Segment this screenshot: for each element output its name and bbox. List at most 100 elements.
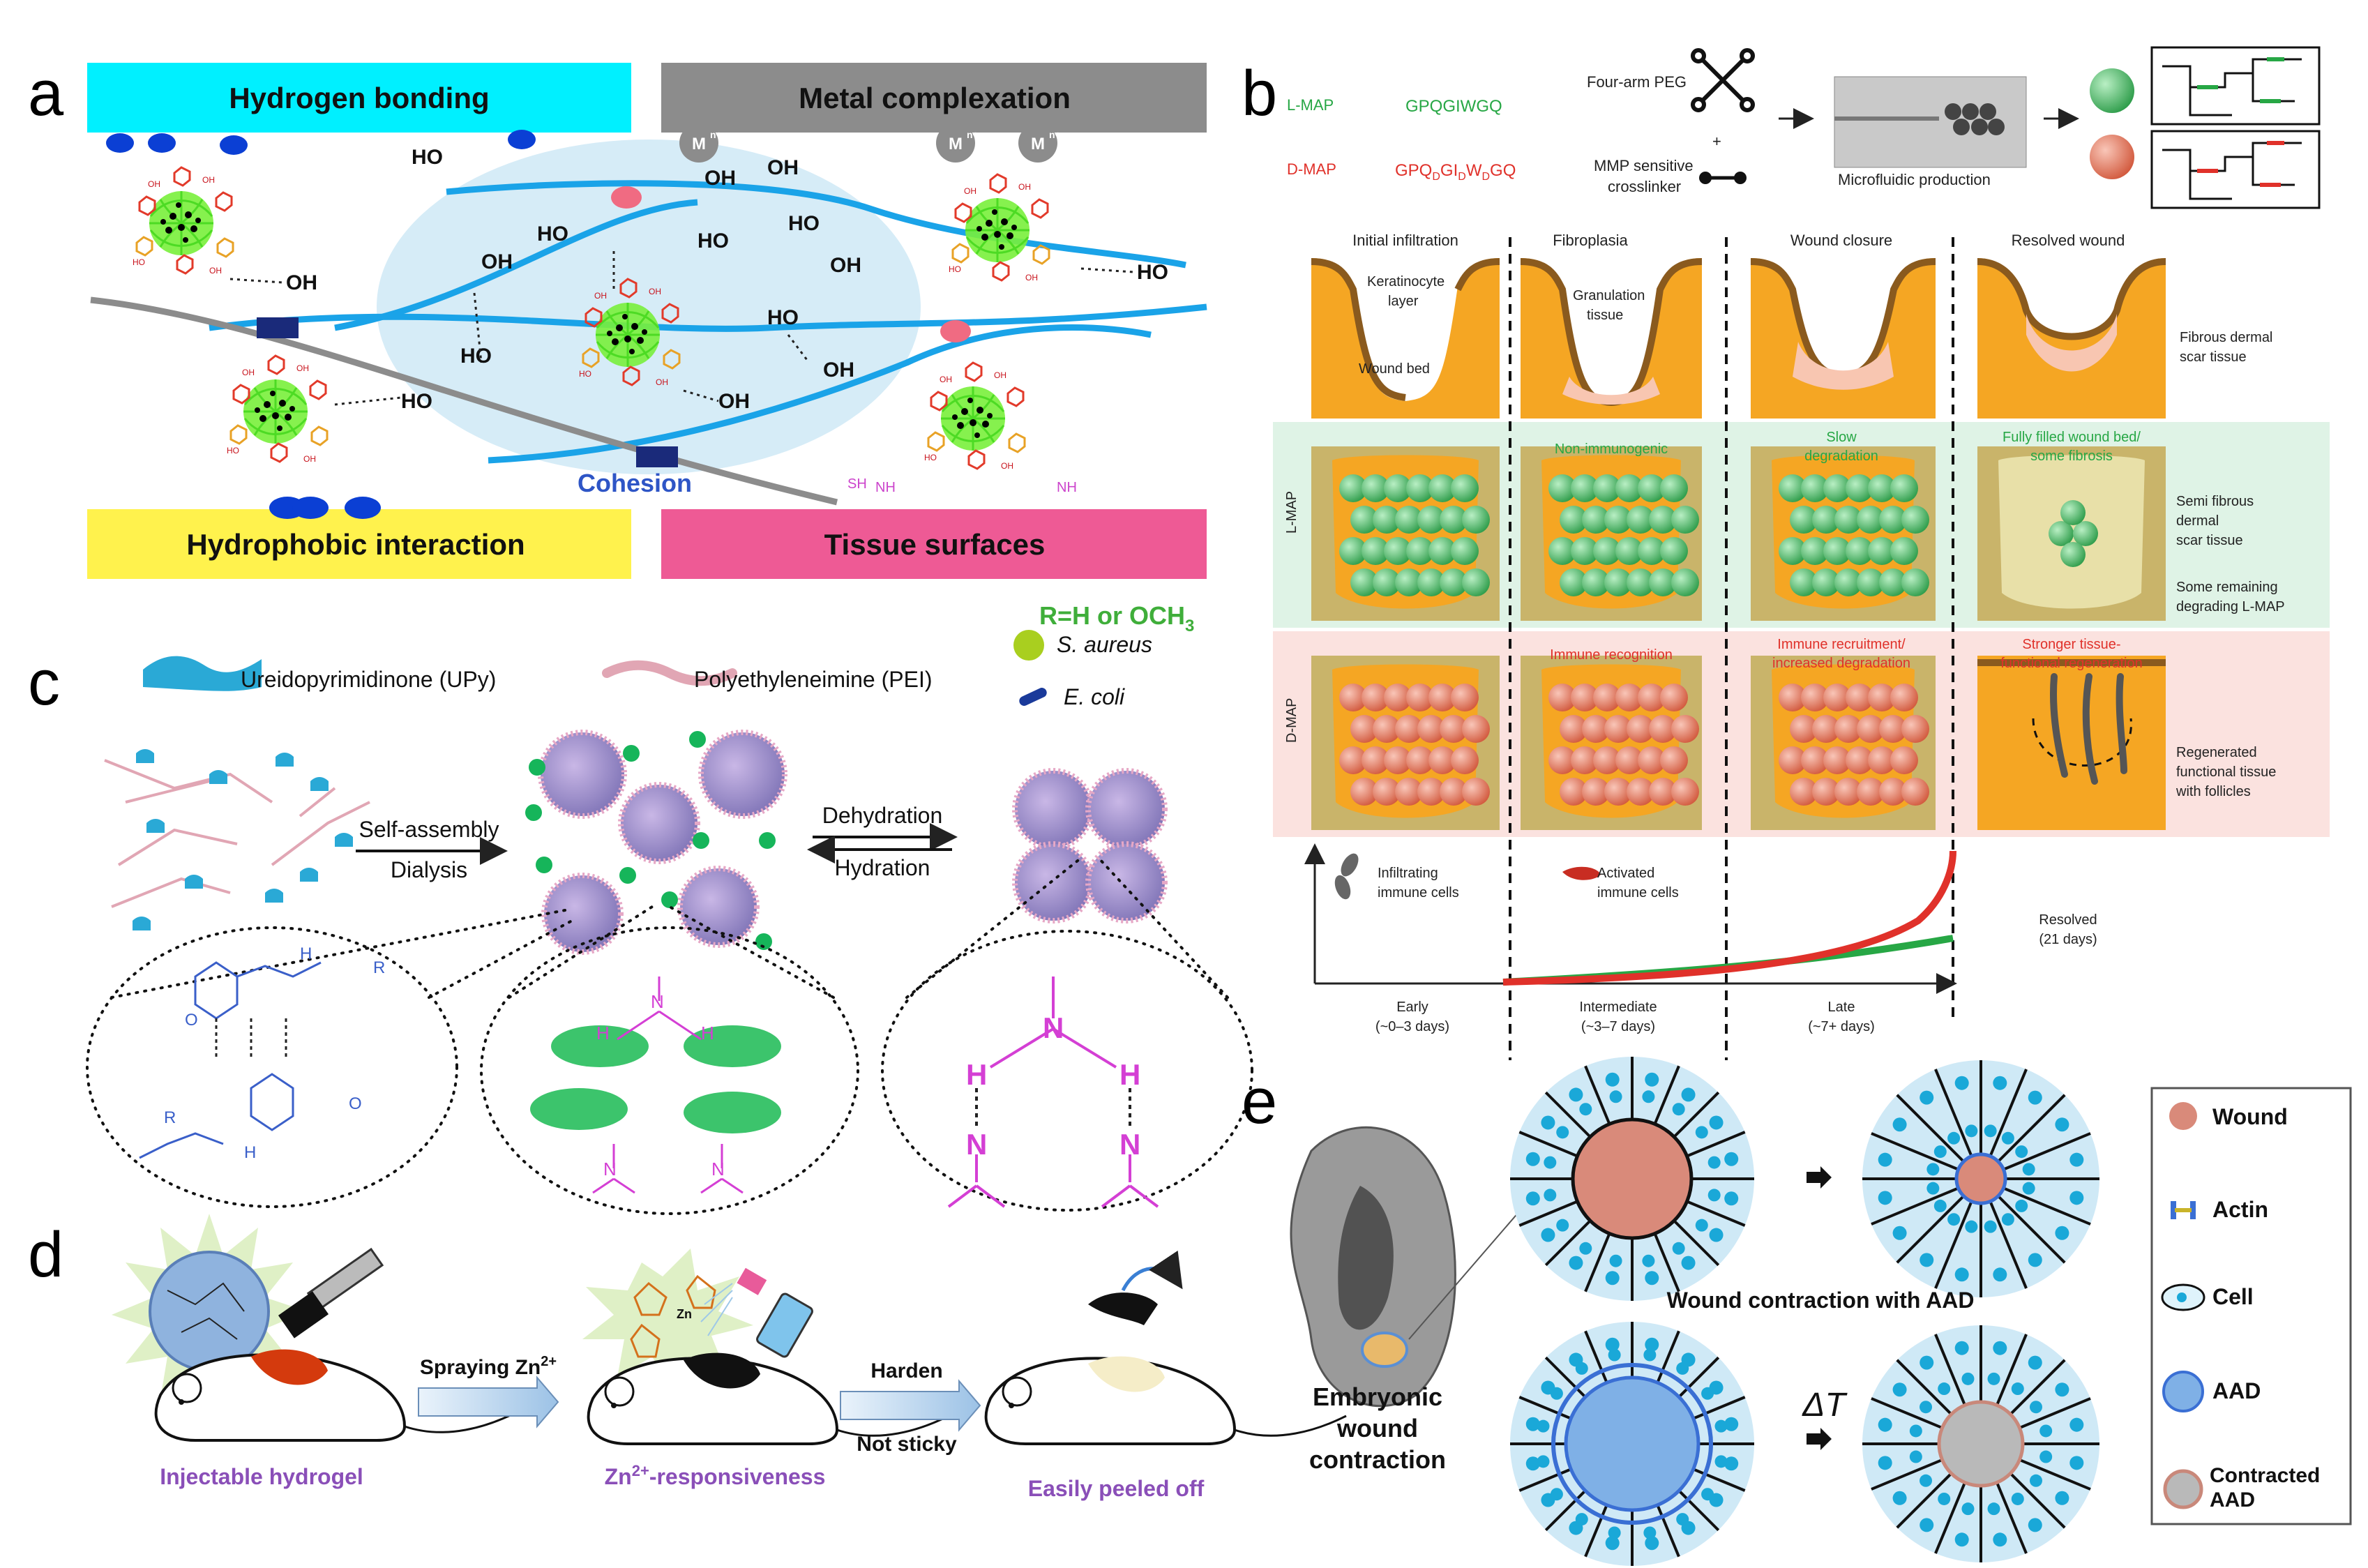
- tissue-surfaces-box: [661, 509, 1207, 579]
- microgel-bead: [1671, 568, 1699, 596]
- microgel-bead: [1350, 568, 1378, 596]
- microgel-bead: [1593, 474, 1621, 502]
- phase-label: Early: [1396, 1000, 1428, 1015]
- microgel-bead: [1560, 778, 1588, 806]
- cell-nucleus: [1645, 1271, 1659, 1286]
- hydration-label: Hydration: [835, 855, 930, 880]
- microgel-bead: [1857, 778, 1885, 806]
- hydrophobic-blobs: [106, 130, 536, 519]
- stage-headers: Initial infiltration Fibroplasia Wound c…: [1352, 232, 2125, 249]
- cell-boundary: [1544, 1219, 1592, 1267]
- cell-nucleus: [1926, 1182, 1940, 1195]
- microgel-bead: [1615, 684, 1643, 711]
- pei-label: Polyethyleneimine (PEI): [694, 667, 932, 692]
- stage-header: Initial infiltration: [1352, 232, 1458, 249]
- cell-nucleus: [1608, 1526, 1621, 1539]
- timeline-chart: Infiltrating immune cells Activated immu…: [1304, 843, 2097, 1034]
- cell-boundary: [1896, 1472, 1952, 1529]
- microgel-bead: [1451, 537, 1479, 565]
- cell-boundary: [1693, 1468, 1746, 1492]
- cell-boundary: [1653, 1232, 1680, 1292]
- cell-nucleus: [1947, 1131, 1961, 1145]
- cell-boundary: [1544, 1091, 1592, 1138]
- microgel-bead: [1373, 715, 1401, 743]
- microgel-bead: [1395, 778, 1423, 806]
- cohesion-label: Cohesion: [578, 469, 692, 497]
- cell-nucleus: [1605, 1337, 1620, 1352]
- d-note: functional regeneration: [2000, 656, 2142, 671]
- semi-label: Semi fibrous: [2176, 494, 2254, 509]
- activated-cell-icon: [1562, 866, 1601, 880]
- microfluidic-label: Microfluidic production: [1838, 171, 1991, 188]
- microgel-bead: [1593, 537, 1621, 565]
- pei-icon: [602, 660, 737, 686]
- cell-nucleus: [2015, 1199, 2028, 1212]
- microgel-bead: [1901, 715, 1929, 743]
- metal-complexation-box: [661, 63, 1207, 133]
- cell-boundary: [1673, 1091, 1720, 1138]
- oh-label: OH: [481, 250, 513, 273]
- polyphenol-particle: [131, 166, 234, 277]
- cell-nucleus: [1569, 1256, 1583, 1270]
- microgel-bead: [2060, 500, 2086, 525]
- cell-nucleus: [2029, 1474, 2042, 1487]
- resolved-label: Resolved: [2039, 912, 2097, 928]
- mouse-2: [587, 1352, 949, 1445]
- cell-nucleus: [1642, 1090, 1655, 1103]
- regen-label: with follicles: [2175, 784, 2251, 799]
- microgel-bead: [1638, 474, 1666, 502]
- microgel-bead: [1560, 715, 1588, 743]
- water-molecules: [530, 1025, 781, 1133]
- cell-nucleus: [1987, 1502, 2000, 1516]
- cell-nucleus: [1984, 1124, 1997, 1138]
- phase-label: (~7+ days): [1808, 1019, 1875, 1034]
- hydrogen-bonding-box: [87, 63, 631, 133]
- injectable-label: Injectable hydrogel: [160, 1464, 363, 1489]
- phase-label: Intermediate: [1579, 1000, 1657, 1015]
- microgel-bead: [1417, 715, 1445, 743]
- cell-boundary: [1653, 1065, 1680, 1125]
- embryo-wound: [1361, 1332, 1408, 1368]
- atom-n: N: [651, 991, 664, 1012]
- cell-nucleus: [1525, 1456, 1540, 1471]
- stage-header: Resolved wound: [2012, 232, 2125, 249]
- microgel-bead: [1604, 715, 1632, 743]
- microgel-bead: [1615, 537, 1643, 565]
- cell-boundary: [1934, 1200, 1973, 1289]
- embryonic-label: Embryonic: [1313, 1382, 1442, 1411]
- spray-bottle-icon: [700, 1267, 813, 1358]
- microgel-bead: [1406, 537, 1434, 565]
- phase-labels: Early (~0–3 days) Intermediate (~3–7 day…: [1375, 1000, 1875, 1034]
- cell-boundary: [2003, 1186, 2091, 1226]
- microgel-bead: [1790, 506, 1818, 534]
- microgel-bead: [1428, 684, 1456, 711]
- cell-nucleus: [2055, 1117, 2069, 1132]
- cell-nucleus: [1878, 1152, 1892, 1167]
- metal-ion-charge: n+: [710, 129, 722, 140]
- microgel-bead: [1868, 746, 1896, 774]
- infiltrating-cells-icon: [1334, 853, 1359, 900]
- cell-nucleus: [1724, 1456, 1739, 1471]
- panel-c-label: c: [28, 647, 60, 718]
- cell-nucleus: [1579, 1103, 1592, 1116]
- cell-boundary: [1544, 1356, 1587, 1399]
- semi-label: dermal: [2176, 513, 2219, 529]
- microgel-bead: [1395, 568, 1423, 596]
- cell-nucleus: [1965, 1220, 1978, 1233]
- metal-node: [611, 186, 642, 209]
- microgel-bead: [1593, 684, 1621, 711]
- cell-nucleus: [1605, 1536, 1620, 1551]
- l-note: Fully filled wound bed/: [2003, 430, 2141, 445]
- atom-n: N: [1119, 1128, 1140, 1161]
- l-map-title: L-MAP: [1287, 96, 1334, 114]
- activated-label: Activated: [1597, 866, 1654, 881]
- cell-nucleus: [1993, 1532, 2007, 1547]
- cell-nucleus: [1525, 1191, 1540, 1206]
- microgel-bead: [1548, 746, 1576, 774]
- microgel-bead: [1638, 537, 1666, 565]
- cell-nucleus: [1954, 1267, 1969, 1282]
- cell-nucleus: [1938, 1382, 1951, 1396]
- cell-nucleus: [2011, 1492, 2024, 1505]
- microgel-bead: [1362, 684, 1389, 711]
- infiltrating-label: immune cells: [1378, 885, 1459, 900]
